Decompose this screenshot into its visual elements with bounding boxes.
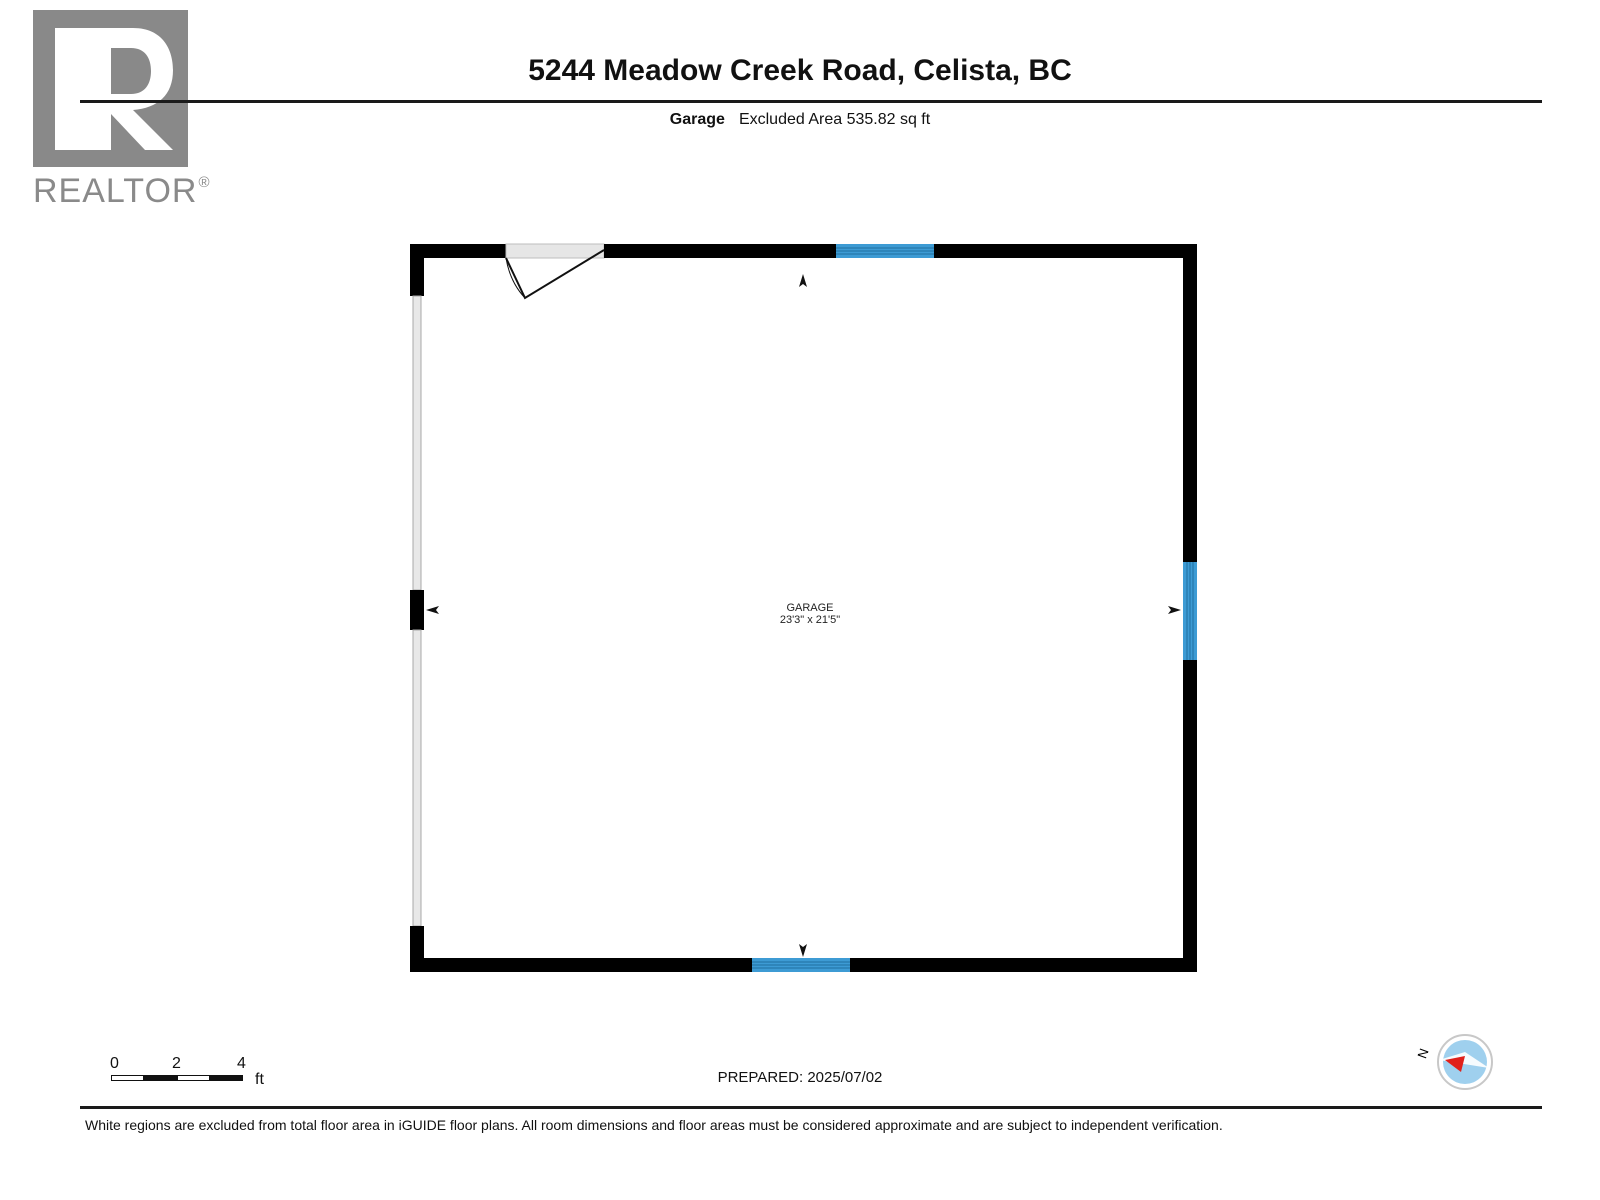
view-marker-right xyxy=(1168,606,1181,614)
footer-divider xyxy=(80,1106,1542,1109)
page-title: 5244 Meadow Creek Road, Celista, BC xyxy=(528,54,1072,87)
opening-left-upper xyxy=(412,295,422,591)
wall-right-top xyxy=(1183,244,1197,562)
realtor-logo-mark xyxy=(33,10,188,167)
wall-top-middle xyxy=(604,244,836,258)
compass-north-label: N xyxy=(1415,1046,1432,1060)
wall-left-top xyxy=(410,244,424,296)
realtor-logo-wordmark: REALTOR® xyxy=(33,172,211,210)
title-divider xyxy=(80,100,1542,103)
area-value: Excluded Area 535.82 sq ft xyxy=(738,111,931,128)
area-label: Garage xyxy=(669,111,725,128)
scale-unit: ft xyxy=(255,1071,264,1088)
compass-icon: N xyxy=(1415,1034,1493,1090)
realtor-logo: REALTOR® xyxy=(33,10,210,210)
wall-top-right xyxy=(934,244,1197,258)
scale-segment xyxy=(111,1075,144,1081)
scale-bar: 0 2 4 ft xyxy=(105,1055,285,1105)
view-marker-bottom xyxy=(799,944,807,957)
disclaimer-text: White regions are excluded from total fl… xyxy=(85,1117,1223,1133)
scale-tick-2: 2 xyxy=(172,1055,181,1072)
scale-segment xyxy=(144,1075,177,1081)
scale-tick-0: 0 xyxy=(110,1055,119,1072)
view-marker-top xyxy=(799,274,807,287)
view-marker-left xyxy=(426,606,439,614)
room-label: GARAGE 23'3" x 21'5" xyxy=(700,602,920,626)
room-dimensions: 23'3" x 21'5" xyxy=(779,614,841,626)
scale-segment xyxy=(177,1075,210,1081)
wall-bottom-right xyxy=(850,958,1197,972)
wall-bottom-left xyxy=(410,958,752,972)
door-opening-top xyxy=(505,243,605,259)
scale-tick-4: 4 xyxy=(237,1055,246,1072)
wall-right-bottom xyxy=(1183,660,1197,972)
opening-left-lower xyxy=(412,629,422,927)
wall-left-middle xyxy=(410,590,424,630)
scale-segment xyxy=(210,1075,243,1081)
prepared-date: PREPARED: 2025/07/02 xyxy=(717,1069,883,1086)
area-summary: Garage Excluded Area 535.82 sq ft xyxy=(0,111,1600,129)
room-name: GARAGE xyxy=(786,602,834,614)
wall-top-left xyxy=(410,244,506,258)
